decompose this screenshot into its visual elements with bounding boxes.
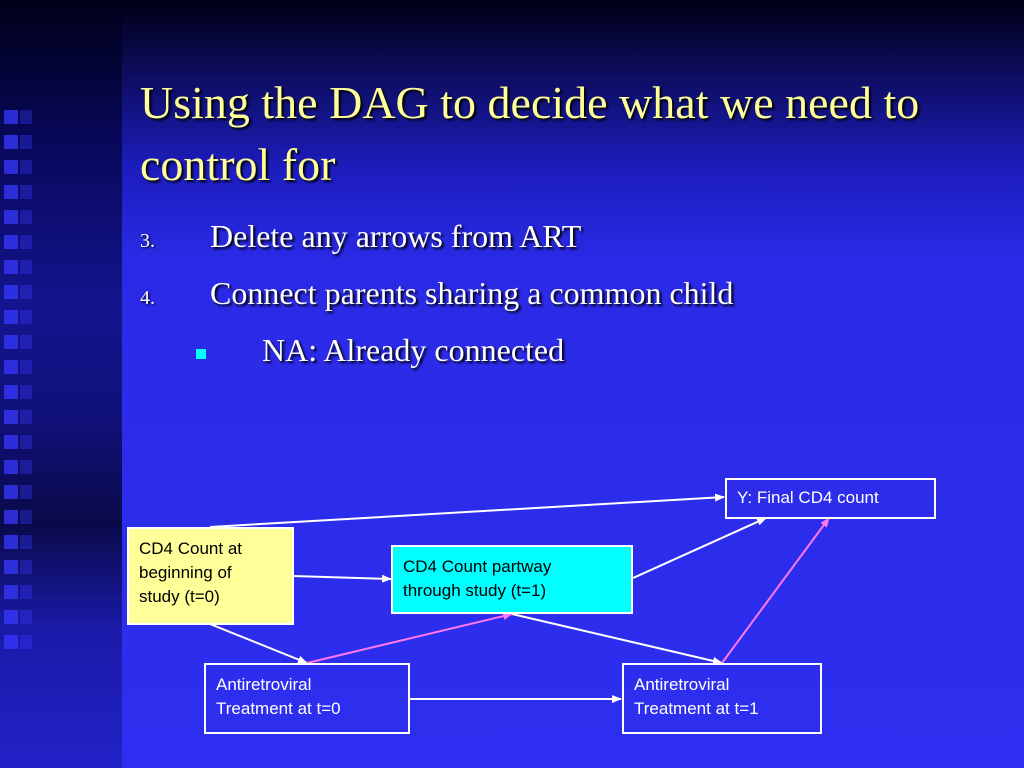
decorative-square bbox=[4, 410, 18, 424]
decorative-square bbox=[4, 585, 18, 599]
node-cd4-t0-line1: CD4 Count at bbox=[139, 539, 242, 558]
node-cd4-t1-line1: CD4 Count partway bbox=[403, 557, 552, 576]
node-art-t0-line2: Treatment at t=0 bbox=[216, 699, 341, 718]
left-decorative-band bbox=[0, 0, 122, 768]
decorative-square bbox=[4, 235, 18, 249]
decorative-square bbox=[4, 260, 18, 274]
step-number-3: 3. bbox=[140, 230, 155, 252]
decorative-square bbox=[4, 135, 18, 149]
node-art-t0-line1: Antiretroviral bbox=[216, 675, 312, 694]
decorative-squares bbox=[0, 110, 32, 670]
decorative-square bbox=[4, 435, 18, 449]
square-bullet-icon bbox=[196, 349, 206, 359]
decorative-square bbox=[4, 510, 18, 524]
decorative-square bbox=[20, 110, 32, 124]
sub-bullet-text: NA: Already connected bbox=[262, 332, 565, 368]
decorative-square bbox=[20, 385, 32, 399]
node-cd4-count-t1: CD4 Count partway through study (t=1) bbox=[391, 545, 633, 614]
decorative-square bbox=[4, 360, 18, 374]
node-y-label: Y: Final CD4 count bbox=[737, 488, 879, 507]
decorative-square bbox=[20, 185, 32, 199]
decorative-square bbox=[4, 460, 18, 474]
decorative-square bbox=[20, 310, 32, 324]
node-cd4-t0-line2: beginning of bbox=[139, 563, 232, 582]
decorative-square bbox=[20, 460, 32, 474]
decorative-square bbox=[20, 210, 32, 224]
step-text-3: Delete any arrows from ART bbox=[210, 218, 582, 254]
slide-title: Using the DAG to decide what we need to … bbox=[140, 77, 920, 190]
decorative-square bbox=[20, 635, 32, 649]
decorative-square bbox=[4, 310, 18, 324]
node-art-t1: Antiretroviral Treatment at t=1 bbox=[622, 663, 822, 734]
decorative-square bbox=[20, 610, 32, 624]
node-final-cd4-count: Y: Final CD4 count bbox=[725, 478, 936, 519]
decorative-square bbox=[20, 160, 32, 174]
decorative-square bbox=[4, 610, 18, 624]
decorative-square bbox=[4, 210, 18, 224]
step-number-4: 4. bbox=[140, 287, 155, 309]
node-art-t0: Antiretroviral Treatment at t=0 bbox=[204, 663, 410, 734]
decorative-square bbox=[20, 435, 32, 449]
decorative-square bbox=[4, 560, 18, 574]
decorative-square bbox=[4, 535, 18, 549]
decorative-square bbox=[20, 585, 32, 599]
node-cd4-t0-line3: study (t=0) bbox=[139, 587, 220, 606]
decorative-square bbox=[4, 285, 18, 299]
decorative-square bbox=[20, 410, 32, 424]
decorative-square bbox=[20, 135, 32, 149]
decorative-square bbox=[20, 235, 32, 249]
decorative-square bbox=[4, 335, 18, 349]
decorative-square bbox=[20, 335, 32, 349]
decorative-square bbox=[4, 160, 18, 174]
decorative-square bbox=[4, 385, 18, 399]
decorative-square bbox=[4, 485, 18, 499]
decorative-square bbox=[4, 110, 18, 124]
decorative-square bbox=[20, 535, 32, 549]
node-cd4-count-t0: CD4 Count at beginning of study (t=0) bbox=[127, 527, 294, 625]
decorative-square bbox=[20, 285, 32, 299]
node-art-t1-line1: Antiretroviral bbox=[634, 675, 730, 694]
decorative-square bbox=[20, 560, 32, 574]
decorative-square bbox=[20, 510, 32, 524]
decorative-square bbox=[4, 635, 18, 649]
step-text-4: Connect parents sharing a common child bbox=[210, 275, 734, 311]
decorative-square bbox=[20, 260, 32, 274]
decorative-square bbox=[20, 485, 32, 499]
node-cd4-t1-line2: through study (t=1) bbox=[403, 581, 547, 600]
node-art-t1-line2: Treatment at t=1 bbox=[634, 699, 759, 718]
decorative-square bbox=[20, 360, 32, 374]
decorative-square bbox=[4, 185, 18, 199]
